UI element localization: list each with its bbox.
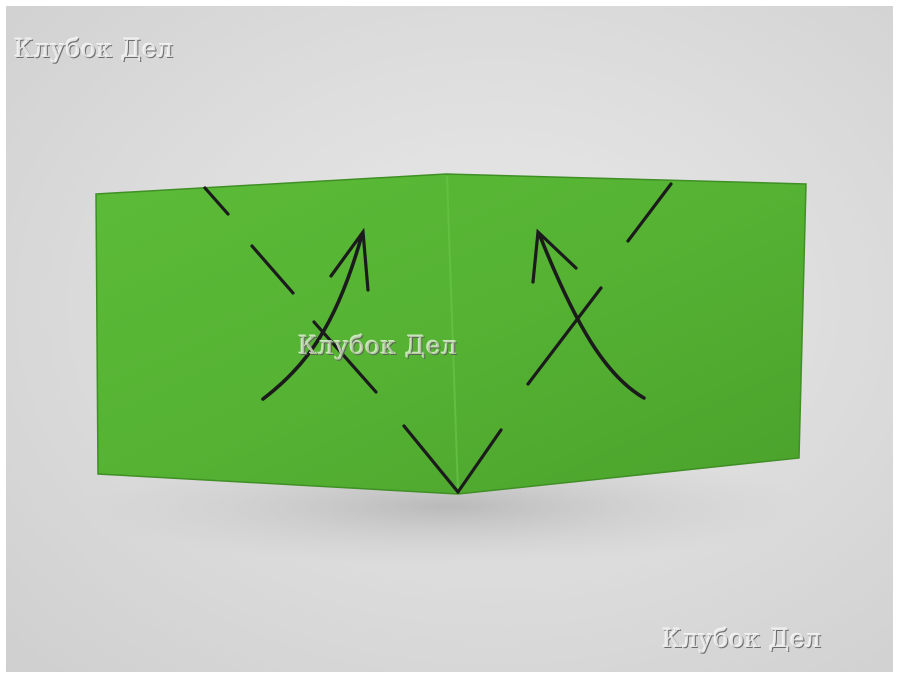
origami-illustration <box>6 6 893 672</box>
photo: Клубок Дел Клубок Дел Клубок Дел <box>6 6 893 672</box>
green-paper <box>96 174 806 494</box>
